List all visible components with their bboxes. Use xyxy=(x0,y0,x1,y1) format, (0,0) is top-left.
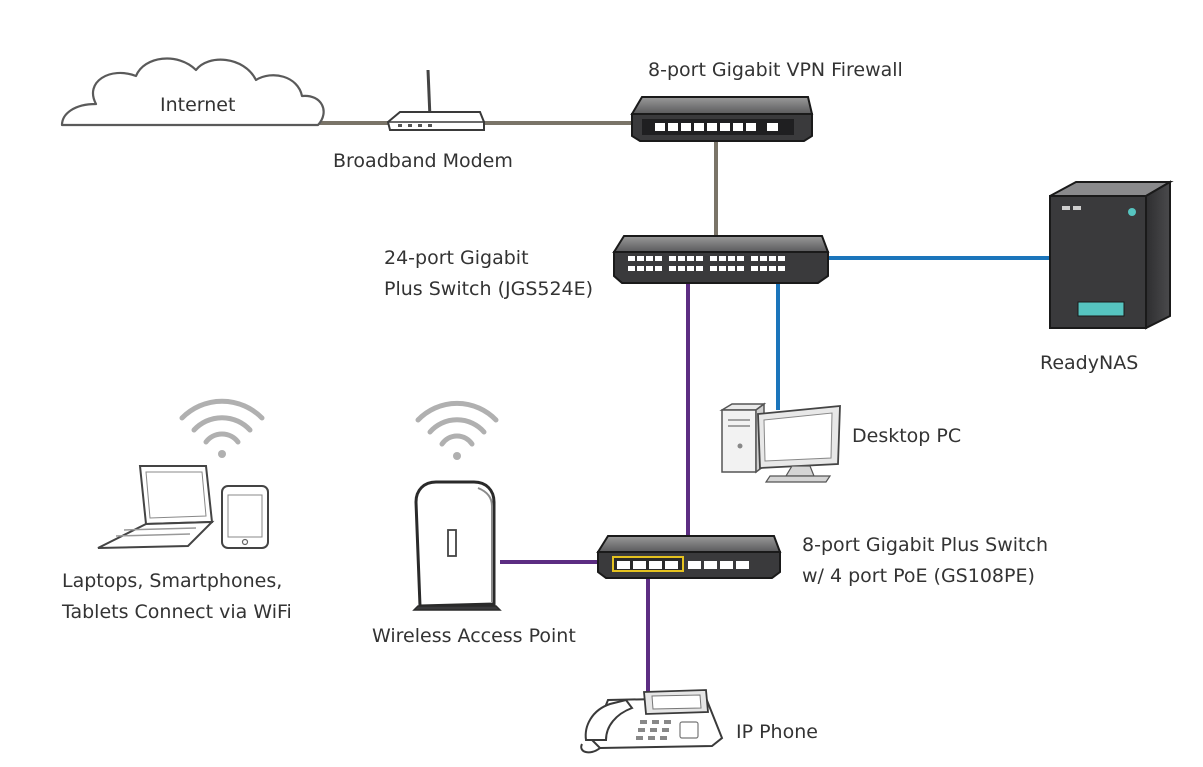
desktop-pc-icon xyxy=(719,402,841,483)
ip-phone-icon xyxy=(580,689,724,754)
label-wifi-clients-line1: Laptops, Smartphones, xyxy=(62,570,283,592)
label-wifi-clients-line2: Tablets Connect via WiFi xyxy=(62,601,292,623)
label-access-point: Wireless Access Point xyxy=(372,625,576,647)
nas-icon xyxy=(1049,180,1174,330)
label-internet: Internet xyxy=(160,94,236,116)
wifi-signal-icon-clients xyxy=(179,398,265,458)
label-switch-8-line1: 8-port Gigabit Plus Switch xyxy=(802,534,1048,556)
label-vpn-firewall: 8-port Gigabit VPN Firewall xyxy=(648,59,903,81)
label-readynas: ReadyNAS xyxy=(1040,352,1139,374)
label-switch-24-line1: 24-port Gigabit xyxy=(384,247,529,269)
modem-icon xyxy=(386,69,485,131)
laptop-icon xyxy=(97,465,215,549)
cloud-icon xyxy=(60,57,325,127)
switch-8-port-poe-icon xyxy=(596,535,782,579)
connections xyxy=(318,121,1050,695)
wifi-signal-icon-ap xyxy=(415,400,499,460)
switch-24-port-icon xyxy=(612,235,830,284)
smartphone-icon xyxy=(221,485,269,549)
label-broadband-modem: Broadband Modem xyxy=(333,150,513,172)
label-ip-phone: IP Phone xyxy=(736,721,818,743)
label-switch-24-line2: Plus Switch (JGS524E) xyxy=(384,278,594,300)
label-switch-8-line2: w/ 4 port PoE (GS108PE) xyxy=(802,565,1035,587)
firewall-icon xyxy=(630,96,814,142)
label-desktop-pc: Desktop PC xyxy=(852,425,962,447)
access-point-icon xyxy=(412,480,502,611)
